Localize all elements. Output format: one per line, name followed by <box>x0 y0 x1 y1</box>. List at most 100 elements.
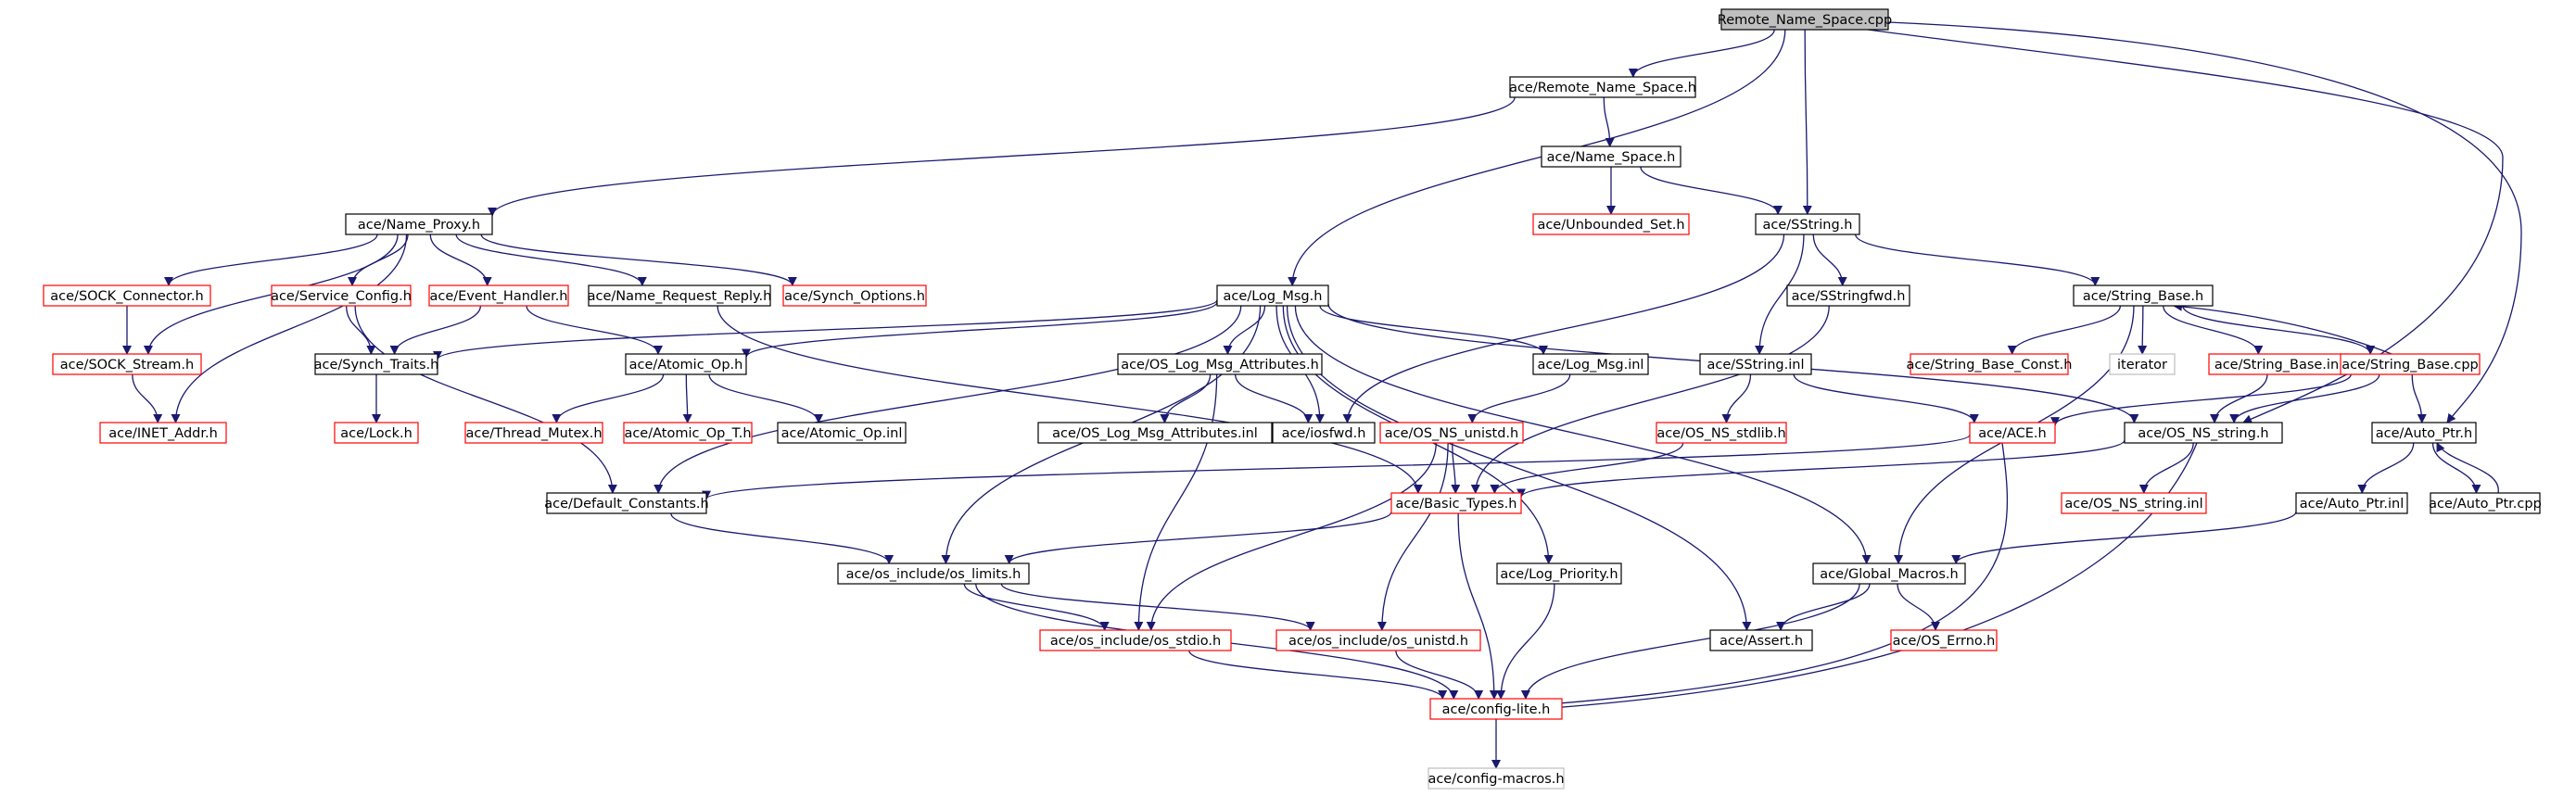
edge-os_limits-to-os_unistd <box>1000 583 1315 631</box>
node-nrr[interactable]: ace/Name_Request_Reply.h <box>588 284 772 307</box>
node-iosfwd[interactable]: ace/iosfwd.h <box>1272 422 1376 444</box>
node-ns-h[interactable]: ace/Name_Space.h <box>1541 145 1681 168</box>
node-label: ace/Thread_Mutex.h <box>465 426 602 441</box>
node-auto-ptr-inl[interactable]: ace/Auto_Ptr.inl <box>2295 492 2408 514</box>
node-label: ace/OS_Errno.h <box>1893 634 1996 649</box>
edge-log_msg_inl-to-os_ns_unistd <box>1467 373 1571 423</box>
node-sb-cpp[interactable]: ace/String_Base.cpp <box>2340 353 2481 375</box>
edge-log_msg-to-synch_traits <box>433 299 1218 360</box>
edge-os_ns_string-to-config_lite <box>1538 442 2198 714</box>
node-label: ace/String_Base.inl <box>2214 358 2342 373</box>
node-config-macros[interactable]: ace/config-macros.h <box>1428 767 1565 790</box>
node-os-stdio[interactable]: ace/os_include/os_stdio.h <box>1039 629 1232 651</box>
node-root[interactable]: Remote_Name_Space.cpp <box>1718 8 1892 31</box>
node-global-macros[interactable]: ace/Global_Macros.h <box>1812 562 1966 585</box>
node-sstringfwd[interactable]: ace/SStringfwd.h <box>1786 284 1910 307</box>
node-label: ace/Name_Request_Reply.h <box>588 289 772 304</box>
node-log-msg[interactable]: ace/Log_Msg.h <box>1216 284 1329 307</box>
node-box <box>837 562 1030 585</box>
edge-sstring_inl-to-os_ns_stdlib <box>1721 373 1752 423</box>
node-atomic-op[interactable]: ace/Atomic_Op.h <box>625 353 747 375</box>
node-os-ns-string-inl[interactable]: ace/OS_NS_string.inl <box>2061 492 2207 514</box>
node-basic-types[interactable]: ace/Basic_Types.h <box>1390 492 1522 514</box>
node-box <box>1532 353 1649 375</box>
node-box <box>1379 422 1524 444</box>
edge-name_proxy-to-sock_conn <box>164 234 378 286</box>
node-log-msg-inl[interactable]: ace/Log_Msg.inl <box>1532 353 1649 375</box>
edge-log_msg-to-log_msg_inl <box>1319 305 1548 355</box>
node-box <box>428 284 569 307</box>
node-name-proxy[interactable]: ace/Name_Proxy.h <box>345 213 493 235</box>
edge-evt_handler-to-atomic_op <box>526 305 663 355</box>
node-label: Remote_Name_Space.cpp <box>1718 13 1892 28</box>
edge-log_msg-to-oslma <box>1223 305 1266 355</box>
node-inet-addr[interactable]: ace/INET_Addr.h <box>99 422 227 444</box>
node-box <box>546 492 707 514</box>
node-box <box>314 353 438 375</box>
edge-string_base-to-iterator <box>2138 305 2148 355</box>
node-sb-const[interactable]: ace/String_Base_Const.h <box>1907 353 2073 375</box>
node-sstring-inl[interactable]: ace/SString.inl <box>1699 353 1812 375</box>
edge-svc_conf-to-synch_traits <box>345 305 376 355</box>
node-label: ace/Service_Config.h <box>271 289 412 304</box>
node-string-base[interactable]: ace/String_Base.h <box>2073 284 2214 307</box>
edge-name_proxy-to-nrr <box>455 234 647 286</box>
edge-atomic_op-to-thread_mutex <box>552 373 665 423</box>
node-box <box>1390 492 1522 514</box>
edge-string_base-to-sb_inl <box>2163 305 2264 355</box>
node-config-lite[interactable]: ace/config-lite.h <box>1429 698 1563 720</box>
node-svc-conf[interactable]: ace/Service_Config.h <box>271 284 412 307</box>
edge-string_base-to-sb_cpp <box>2182 305 2376 355</box>
node-oslma-inl[interactable]: ace/OS_Log_Msg_Attributes.inl <box>1037 422 1273 444</box>
node-atomic-op-t[interactable]: ace/Atomic_Op_T.h <box>623 422 753 444</box>
node-sock-stream[interactable]: ace/SOCK_Stream.h <box>52 353 202 375</box>
node-os-ns-unistd[interactable]: ace/OS_NS_unistd.h <box>1379 422 1524 444</box>
node-oslma[interactable]: ace/OS_Log_Msg_Attributes.h <box>1117 353 1323 375</box>
node-assert-h[interactable]: ace/Assert.h <box>1709 629 1813 651</box>
node-unb-set[interactable]: ace/Unbounded_Set.h <box>1532 213 1690 235</box>
edge-evt_handler-to-synch_traits <box>389 305 482 355</box>
node-label: ace/OS_NS_stdlib.h <box>1656 426 1785 441</box>
node-evt-handler[interactable]: ace/Event_Handler.h <box>428 284 569 307</box>
node-auto-ptr-cpp[interactable]: ace/Auto_Ptr.cpp <box>2429 492 2542 514</box>
node-sstring-h[interactable]: ace/SString.h <box>1755 213 1860 235</box>
node-thread-mutex[interactable]: ace/Thread_Mutex.h <box>464 422 603 444</box>
node-log-priority[interactable]: ace/Log_Priority.h <box>1496 562 1622 585</box>
node-rns-h[interactable]: ace/Remote_Name_Space.h <box>1509 76 1696 98</box>
node-os-ns-stdlib[interactable]: ace/OS_NS_stdlib.h <box>1656 422 1787 444</box>
node-auto-ptr-h[interactable]: ace/Auto_Ptr.h <box>2371 422 2477 444</box>
node-box <box>1039 629 1232 651</box>
node-ace-h[interactable]: ace/ACE.h <box>1969 422 2056 444</box>
edge-name_proxy-to-svc_conf <box>348 234 409 286</box>
node-os-ns-string[interactable]: ace/OS_NS_string.h <box>2124 422 2283 444</box>
node-lock-h[interactable]: ace/Lock.h <box>334 422 419 444</box>
edge-root-to-log_msg <box>1288 29 1786 286</box>
node-synch-traits[interactable]: ace/Synch_Traits.h <box>314 353 439 375</box>
node-iterator[interactable]: iterator <box>2109 353 2176 375</box>
edge-log_msg-to-global_macros <box>1294 305 1872 564</box>
edge-rns_h-to-name_proxy <box>488 96 1516 217</box>
node-box <box>2371 422 2477 444</box>
node-synch-opt[interactable]: ace/Synch_Options.h <box>782 284 927 307</box>
node-label: ace/SOCK_Connector.h <box>50 289 203 304</box>
node-atomic-op-inl[interactable]: ace/Atomic_Op.inl <box>777 422 907 444</box>
node-sock-conn[interactable]: ace/SOCK_Connector.h <box>43 284 211 307</box>
node-label: ace/Auto_Ptr.cpp <box>2429 497 2542 512</box>
edge-auto_ptr_inl-to-global_macros <box>1951 511 2297 564</box>
edge-layer <box>122 21 2522 769</box>
node-box <box>1969 422 2056 444</box>
node-default-const[interactable]: ace/Default_Constants.h <box>544 492 709 514</box>
edge-root-to-rns_h <box>1628 29 1775 78</box>
node-label: ace/OS_NS_string.inl <box>2064 497 2202 512</box>
node-os-unistd[interactable]: ace/os_include/os_unistd.h <box>1275 629 1481 651</box>
node-box <box>1532 213 1690 235</box>
edge-atomic_op-to-atomic_op_inl <box>708 373 823 423</box>
node-label: ace/Name_Proxy.h <box>358 218 480 233</box>
node-os-limits[interactable]: ace/os_include/os_limits.h <box>837 562 1030 585</box>
node-os-errno[interactable]: ace/OS_Errno.h <box>1890 629 1998 651</box>
node-label: ace/Atomic_Op.inl <box>781 426 903 441</box>
node-box <box>2295 492 2408 514</box>
edge-sb_cpp-to-string_base <box>2173 301 2392 355</box>
node-sb-inl[interactable]: ace/String_Base.inl <box>2208 353 2349 375</box>
node-label: ace/Atomic_Op.h <box>629 358 743 373</box>
